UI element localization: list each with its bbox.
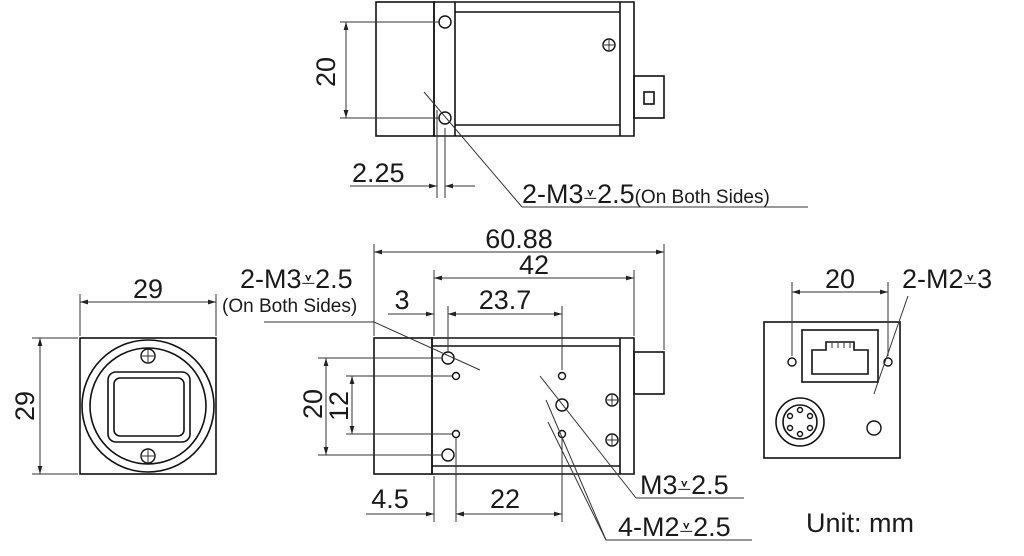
rear-callout: 2-M2⩡3 — [902, 264, 992, 294]
rear-ethernet-port — [801, 329, 879, 383]
side-mount-hole — [438, 15, 452, 29]
unit-label: Unit: mm — [806, 508, 914, 538]
top-connector — [633, 351, 665, 395]
top-callout-left: 2-M3⩡2.5 — [240, 264, 353, 294]
top-dim-3: 3 — [394, 285, 409, 315]
side-callout: 2-M3⩡2.5(On Both Sides) — [522, 179, 770, 209]
front-mount-ring-inner — [89, 347, 207, 465]
top-m3-hole — [441, 448, 455, 462]
front-body — [79, 337, 217, 475]
top-body — [431, 337, 635, 475]
top-dim-total: 60.88 — [485, 224, 553, 254]
front-view: 29 29 — [10, 274, 217, 475]
rear-dim-20: 20 — [825, 264, 855, 294]
top-dim-4-5: 4.5 — [371, 484, 409, 514]
top-dim-23-7: 23.7 — [479, 285, 532, 315]
rear-body — [763, 321, 901, 459]
side-connector — [633, 75, 665, 119]
top-callout-m2: 4-M2⩡2.5 — [618, 512, 731, 542]
top-m2-hole — [451, 429, 461, 439]
front-mount-ring-outer — [81, 339, 215, 473]
side-view: 20 2.25 2-M3⩡2.5(On Both Sides) — [311, 1, 808, 209]
top-callout-left-note: (On Both Sides) — [222, 296, 357, 317]
side-dim-offset: 2.25 — [352, 158, 405, 188]
top-callout-m3: M3⩡2.5 — [640, 470, 729, 500]
top-view: 60.88 42 3 23.7 20 12 4.5 22 — [222, 224, 752, 542]
rear-indicator-led — [866, 420, 882, 436]
rear-view: 20 2-M2⩡3 — [763, 264, 992, 459]
top-m2-hole — [451, 371, 461, 381]
top-dim-body: 42 — [519, 250, 549, 280]
top-m2-hole — [557, 371, 567, 381]
front-dim-width: 29 — [133, 274, 163, 304]
top-dim-20: 20 — [298, 389, 328, 419]
front-dim-height: 29 — [10, 391, 40, 421]
side-body — [433, 1, 635, 137]
rear-m2-hole — [787, 357, 797, 367]
top-dim-22: 22 — [490, 484, 520, 514]
top-dim-12: 12 — [324, 391, 354, 421]
side-dim-height: 20 — [311, 57, 341, 87]
rear-io-connector — [775, 397, 825, 447]
front-sensor-window — [113, 377, 185, 437]
